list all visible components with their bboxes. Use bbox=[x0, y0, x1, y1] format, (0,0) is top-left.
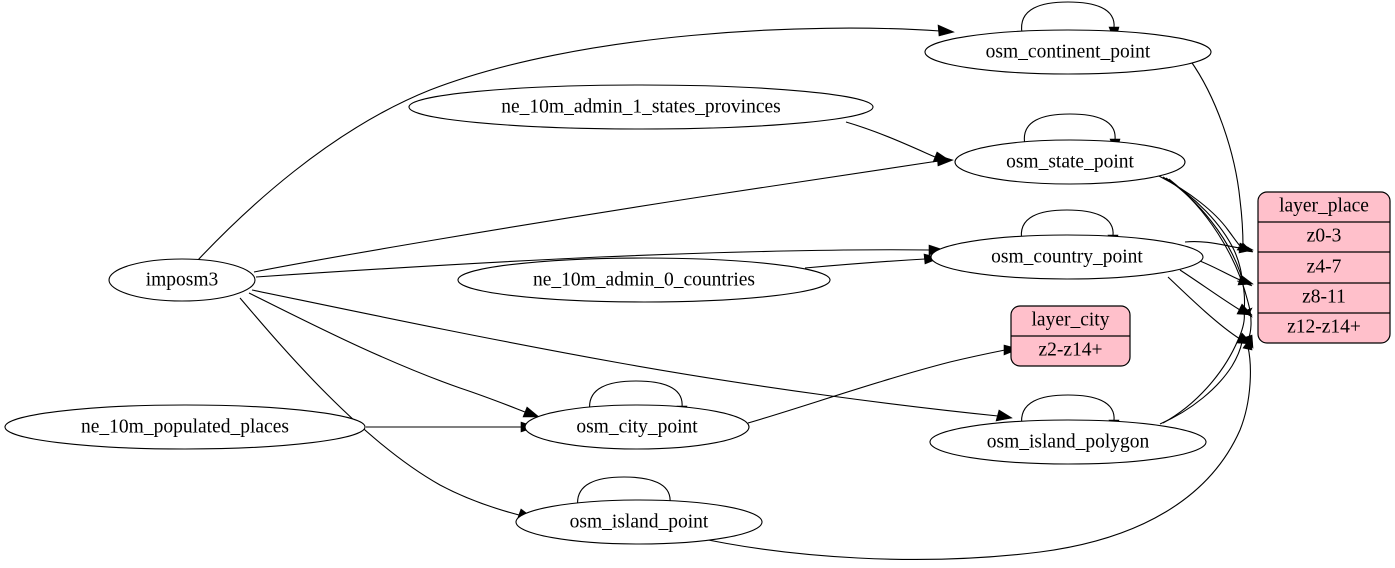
node-ne-10m-populated-places[interactable]: ne_10m_populated_places bbox=[4, 404, 366, 450]
node-osm-continent-point-label: osm_continent_point bbox=[986, 41, 1151, 62]
node-osm-city-point-label: osm_city_point bbox=[576, 416, 698, 437]
record-layer-place-row-3[interactable]: z12-z14+ bbox=[1287, 316, 1361, 337]
edge-osm-country-point-to-layer-place-z4-7 bbox=[1191, 257, 1254, 286]
edge-osm-country-point-to-layer-place-z0-3 bbox=[1184, 241, 1254, 254]
node-imposm3[interactable]: imposm3 bbox=[108, 258, 256, 302]
node-osm-country-point-label: osm_country_point bbox=[991, 246, 1143, 267]
edge-ne-states-to-osm-state-point bbox=[845, 121, 950, 163]
node-osm-island-point-label: osm_island_point bbox=[570, 511, 709, 532]
record-layer-place-row-2[interactable]: z8-11 bbox=[1302, 286, 1346, 307]
record-layer-city[interactable]: layer_city z2-z14+ bbox=[1010, 305, 1131, 367]
edge-osm-continent-point-to-layer-place-z0-3 bbox=[1189, 59, 1254, 253]
node-osm-island-point[interactable]: osm_island_point bbox=[515, 499, 763, 545]
edge-imposm3-to-osm-state-point bbox=[253, 154, 954, 273]
node-ne-countries-label: ne_10m_admin_0_countries bbox=[533, 269, 755, 290]
node-layer: imposm3 ne_10m_admin_1_states_provinces … bbox=[4, 29, 1212, 545]
node-ne-10m-admin-1-states-provinces[interactable]: ne_10m_admin_1_states_provinces bbox=[408, 84, 874, 130]
edge-imposm3-to-osm-city-point bbox=[248, 292, 540, 418]
edge-ne-populated-to-osm-city-point bbox=[366, 421, 537, 433]
node-osm-city-point[interactable]: osm_city_point bbox=[524, 404, 750, 450]
record-layer-place[interactable]: layer_place z0-3 z4-7 z8-11 z12-z14+ bbox=[1257, 191, 1391, 344]
edge-osm-island-polygon-to-layer-place-z8-11 bbox=[1162, 307, 1253, 424]
node-imposm3-label: imposm3 bbox=[146, 269, 219, 290]
edge-ne-countries-to-osm-country-point bbox=[804, 253, 941, 269]
node-ne-populated-label: ne_10m_populated_places bbox=[81, 416, 289, 437]
record-layer: layer_city z2-z14+ layer_place z0-3 z4-7… bbox=[1010, 191, 1391, 367]
node-osm-continent-point[interactable]: osm_continent_point bbox=[924, 29, 1212, 75]
edge-osm-city-point-to-layer-city-z2-z14 bbox=[747, 344, 1020, 424]
node-ne-10m-admin-0-countries[interactable]: ne_10m_admin_0_countries bbox=[457, 257, 831, 303]
edge-imposm3-to-osm-island-polygon bbox=[251, 289, 1013, 422]
edge-osm-island-point-to-layer-place-z12-z14 bbox=[693, 336, 1253, 560]
node-ne-states-label: ne_10m_admin_1_states_provinces bbox=[501, 96, 780, 117]
record-layer-city-row-0[interactable]: z2-z14+ bbox=[1038, 339, 1102, 360]
record-layer-place-header: layer_place bbox=[1279, 195, 1369, 216]
edge-osm-island-polygon-to-layer-place-z12-z14 bbox=[1159, 337, 1252, 425]
record-layer-city-header: layer_city bbox=[1032, 309, 1110, 330]
record-layer-place-row-1[interactable]: z4-7 bbox=[1307, 256, 1342, 277]
node-osm-island-polygon-label: osm_island_polygon bbox=[987, 431, 1150, 452]
edge-imposm3-to-osm-continent-point bbox=[196, 24, 955, 262]
node-osm-state-point-label: osm_state_point bbox=[1006, 151, 1134, 172]
node-osm-island-polygon[interactable]: osm_island_polygon bbox=[929, 419, 1207, 465]
record-layer-place-row-0[interactable]: z0-3 bbox=[1307, 225, 1342, 246]
node-osm-country-point[interactable]: osm_country_point bbox=[930, 234, 1204, 280]
node-osm-state-point[interactable]: osm_state_point bbox=[954, 139, 1186, 185]
